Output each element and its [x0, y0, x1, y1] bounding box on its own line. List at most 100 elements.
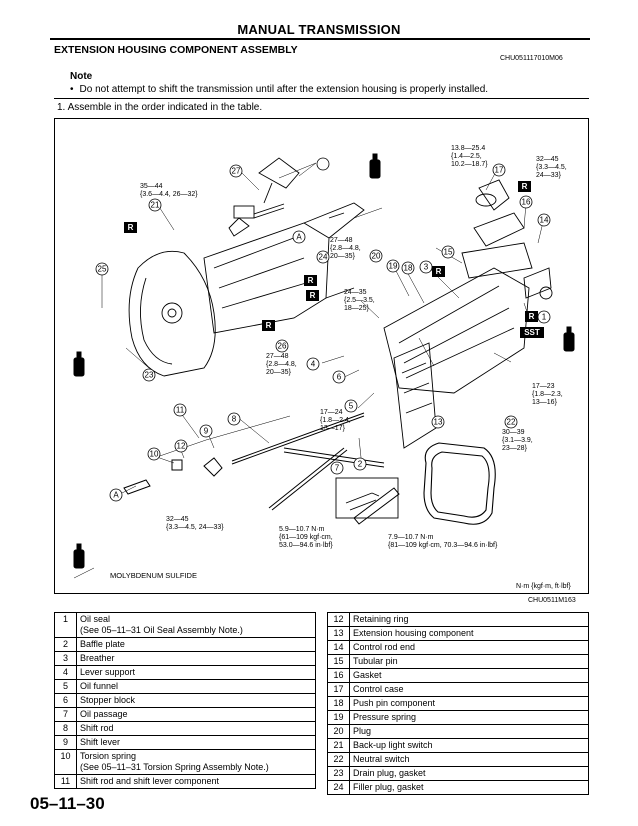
torque-13-8-line2: {1.4—2.5,	[451, 153, 482, 160]
document-code: CHU051117010M06	[500, 55, 563, 62]
note-text: Do not attempt to shift the transmission…	[70, 84, 489, 95]
callout-5: 5	[349, 402, 354, 411]
r-marker: R	[522, 182, 528, 191]
torque-24-35-line1: 24—35	[344, 289, 367, 296]
callout-12: 12	[177, 442, 186, 451]
torque-32-45-top-line3: 24—33}	[536, 172, 562, 179]
part-name: Control rod end	[352, 642, 416, 652]
part-number: 21	[327, 738, 350, 753]
part-number: 17	[327, 682, 350, 697]
torque-17-24-line3: 13—17}	[320, 425, 346, 432]
torque-5-9-line2: {61—109 kgf·cm,	[279, 534, 333, 541]
callout-circles	[95, 157, 551, 475]
callout-13: 13	[434, 418, 443, 427]
torque-17-23-line2: {1.8—2.3,	[532, 391, 563, 398]
part-name-cell: Oil seal(See 05–11–31 Oil Seal Assembly …	[75, 612, 317, 638]
r-marker: R	[310, 291, 316, 300]
callout-24: 24	[319, 253, 328, 262]
callout-21: 21	[151, 201, 160, 210]
callout-8: 8	[232, 415, 237, 424]
part-number: 10	[54, 749, 77, 775]
torque-35-44-line2: {3.6—4.4, 26—32}	[140, 191, 198, 198]
callout-16: 16	[522, 198, 531, 207]
part-name: Shift rod and shift lever component	[79, 776, 220, 786]
torque-27-48-a-line3: 20—35}	[330, 253, 356, 260]
part-note: (See 05–11–31 Torsion Spring Assembly No…	[79, 762, 269, 772]
part-number: 18	[327, 696, 350, 711]
part-name: Breather	[79, 653, 115, 663]
callout-numbers: 1 2 3 4 5 6 7 8 9 10 11 12 13 14 15 16 1…	[98, 166, 549, 473]
torque-27-48-b-line2: {2.8—4.8,	[266, 361, 297, 368]
torque-17-24-line2: {1.8—2.4,	[320, 417, 351, 424]
part-number: 20	[327, 724, 350, 739]
part-name-cell: Drain plug, gasket	[348, 766, 590, 781]
part-name: Oil seal	[79, 614, 110, 624]
part-number: 22	[327, 752, 350, 767]
callout-27: 27	[232, 167, 241, 176]
transmission-case-drawing	[128, 202, 365, 377]
torque-32-45-top-line1: 32—45	[536, 156, 559, 163]
part-name: Control case	[352, 684, 404, 694]
torque-5-9-line1: 5.9—10.7 N·m	[279, 526, 325, 533]
torque-30-39-line3: 23—28}	[502, 445, 528, 452]
part-name-cell: Plug	[348, 724, 590, 739]
part-name: Tubular pin	[352, 656, 398, 666]
part-name-cell: Stopper block	[75, 693, 317, 708]
part-number: 5	[54, 679, 77, 694]
part-name-cell: Filler plug, gasket	[348, 780, 590, 795]
torque-24-35-line3: 18—25}	[344, 305, 370, 312]
part-number: 19	[327, 710, 350, 725]
torque-32-45-bottom-line2: {3.3—4.5, 24—33}	[166, 524, 224, 531]
lubricant-bottle-icons	[73, 153, 575, 569]
part-name: Torsion spring	[79, 751, 136, 761]
r-markers: R R R R R R R SST	[124, 181, 544, 338]
part-number: 23	[327, 766, 350, 781]
torque-5-9-line3: 53.0—94.6 in·lbf}	[279, 542, 333, 549]
callout-23: 23	[145, 371, 154, 380]
torque-27-48-a-line1: 27—48	[330, 237, 353, 244]
part-number: 2	[54, 637, 77, 652]
part-number: 15	[327, 654, 350, 669]
torque-30-39-line1: 30—39	[502, 429, 525, 436]
part-name: Push pin component	[352, 698, 436, 708]
figure-code: CHU0511M163	[528, 597, 576, 604]
part-name-cell: Control case	[348, 682, 590, 697]
part-name: Extension housing component	[352, 628, 474, 638]
torque-27-48-a-line2: {2.8—4.8,	[330, 245, 361, 252]
part-name-cell: Back-up light switch	[348, 738, 590, 753]
part-note: (See 05–11–31 Oil Seal Assembly Note.)	[79, 625, 243, 635]
part-name-cell: Gasket	[348, 668, 590, 683]
part-name-cell: Shift lever	[75, 735, 317, 750]
extension-housing-drawing	[383, 179, 553, 394]
torque-17-23-line1: 17—23	[532, 383, 555, 390]
section-title: EXTENSION HOUSING COMPONENT ASSEMBLY	[54, 44, 298, 56]
assembly-step: 1. Assemble in the order indicated in th…	[57, 102, 263, 113]
diagram-frame	[54, 118, 589, 594]
part-number: 11	[54, 774, 77, 789]
part-name-cell: Shift rod	[75, 721, 317, 736]
shift-fork-drawing	[233, 157, 345, 219]
note-label: Note	[70, 71, 93, 82]
part-name: Plug	[352, 726, 371, 736]
leader-lines	[73, 162, 545, 579]
torque-17-23-line3: 13—16}	[532, 399, 558, 406]
callout-15: 15	[444, 248, 453, 257]
a-marker: A	[113, 491, 119, 500]
callout-1: 1	[542, 313, 547, 322]
part-name-cell: Neutral switch	[348, 752, 590, 767]
part-name: Oil funnel	[79, 681, 118, 691]
r-marker: R	[128, 223, 134, 232]
callout-3: 3	[424, 263, 429, 272]
